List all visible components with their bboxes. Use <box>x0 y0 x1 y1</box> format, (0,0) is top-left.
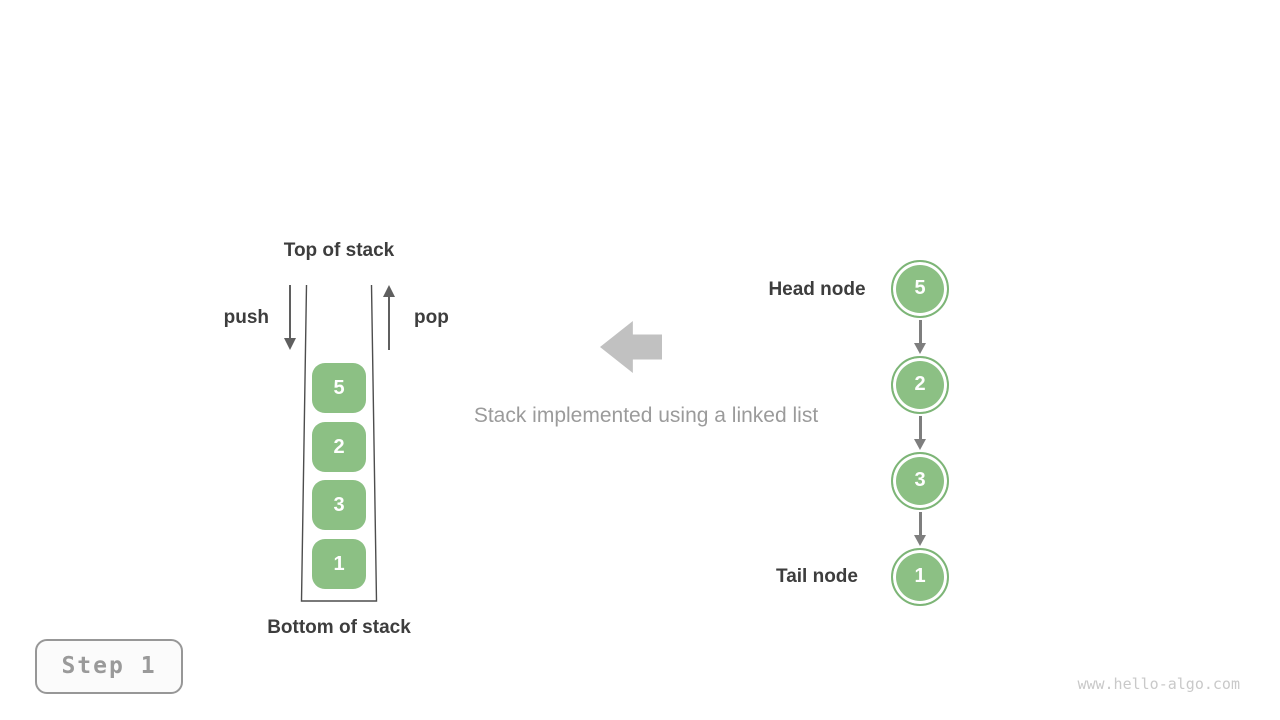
tail-node-label: Tail node <box>776 566 858 587</box>
linked-list-node: 2 <box>891 356 949 414</box>
linked-list-node: 1 <box>891 548 949 606</box>
figure-caption: Stack implemented using a linked list <box>473 404 819 427</box>
watermark: www.hello-algo.com <box>1077 675 1240 693</box>
stack-item: 1 <box>312 539 366 589</box>
link-arrow-icon <box>914 512 926 546</box>
stack-item: 5 <box>312 363 366 413</box>
push-label: push <box>223 307 269 328</box>
big-left-arrow-icon <box>600 321 662 373</box>
stack-bottom-label: Bottom of stack <box>267 617 411 638</box>
pop-label: pop <box>414 307 449 328</box>
stack-item: 2 <box>312 422 366 472</box>
link-arrow-icon <box>914 320 926 354</box>
linked-list-node: 3 <box>891 452 949 510</box>
pop-arrow-icon <box>383 285 395 350</box>
head-node-label: Head node <box>768 279 866 300</box>
push-arrow-icon <box>284 285 296 350</box>
stack-top-label: Top of stack <box>283 240 395 261</box>
link-arrow-icon <box>914 416 926 450</box>
step-badge: Step 1 <box>35 639 183 694</box>
stack-container-outline <box>300 284 378 602</box>
linked-list-node: 5 <box>891 260 949 318</box>
stack-item: 3 <box>312 480 366 530</box>
